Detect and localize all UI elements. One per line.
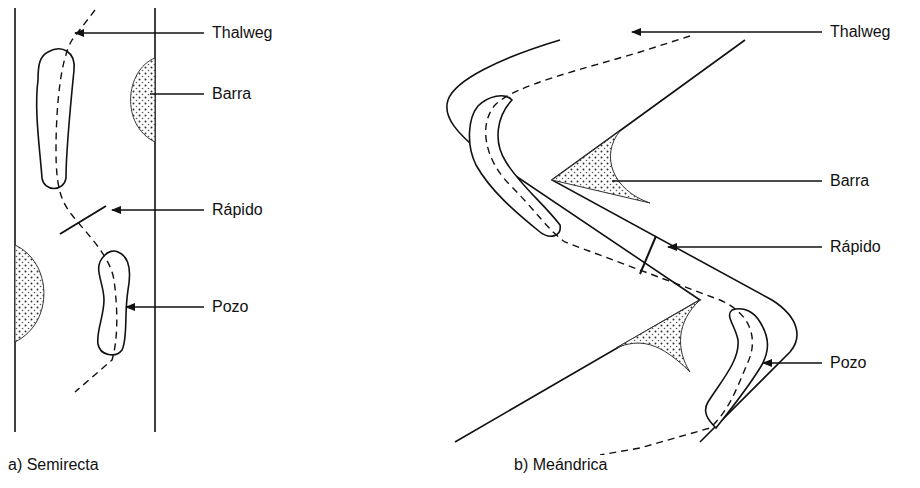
rapid-mark (640, 236, 656, 274)
pool-upper (469, 96, 560, 236)
rapid-mark (60, 206, 106, 234)
figure-caption: a) Semirecta (6, 455, 101, 475)
thalweg-line (486, 36, 753, 455)
part-label: Thalweg (828, 22, 892, 42)
thalweg-line (56, 10, 117, 392)
pool-upper (37, 49, 75, 189)
bar-upper (552, 131, 650, 203)
bar-lower (616, 300, 700, 372)
bar-right (131, 58, 155, 142)
meander-channel (447, 40, 797, 442)
part-label: Barra (210, 84, 253, 104)
part-label: Pozo (210, 297, 250, 317)
leader-lines (612, 32, 822, 363)
part-label: Barra (828, 171, 871, 191)
part-label: Pozo (828, 353, 868, 373)
bar-left (15, 245, 44, 342)
straight-channel (15, 8, 155, 432)
part-label: Rápido (828, 237, 883, 257)
pool-lower (98, 251, 130, 355)
part-label: Thalweg (210, 23, 274, 43)
pool-lower (706, 309, 768, 428)
part-label: Rápido (210, 200, 265, 220)
figure-caption: b) Meándrica (512, 455, 609, 475)
leader-lines (75, 33, 204, 307)
